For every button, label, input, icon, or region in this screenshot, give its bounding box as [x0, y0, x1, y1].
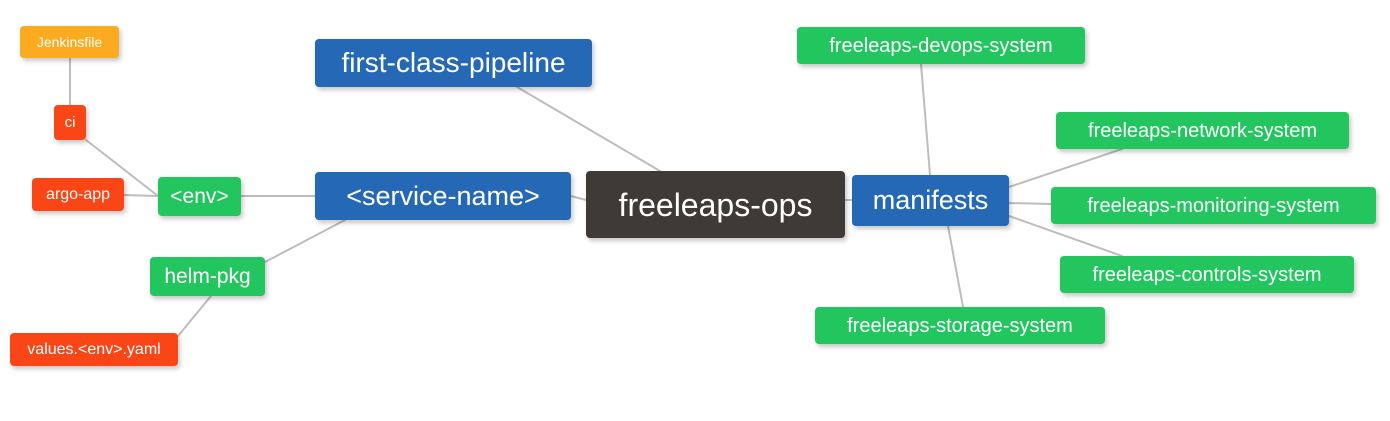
node-freeleaps-network-system[interactable]: freeleaps-network-system: [1056, 112, 1349, 149]
node-helm-pkg[interactable]: helm-pkg: [150, 257, 265, 296]
node-label: freeleaps-storage-system: [847, 314, 1073, 337]
edge-manifests-to-freeleaps-network-system: [1008, 148, 1123, 188]
node-first-class-pipeline[interactable]: first-class-pipeline: [315, 39, 592, 87]
node-label: manifests: [872, 185, 989, 215]
node-label: ci: [64, 114, 76, 131]
node-label: freeleaps-devops-system: [829, 34, 1053, 57]
node-env[interactable]: <env>: [158, 177, 241, 216]
node-label: freeleaps-ops: [618, 186, 813, 223]
edge-argo-app-to-env: [123, 194, 159, 197]
edge-manifests-to-freeleaps-devops-system: [920, 63, 931, 176]
node-label: first-class-pipeline: [341, 47, 566, 78]
node-label: helm-pkg: [164, 265, 251, 288]
edge-helm-pkg-to-service-name: [264, 219, 346, 263]
node-label: argo-app: [45, 185, 111, 203]
edge-manifests-to-freeleaps-monitoring-system: [1008, 202, 1052, 205]
node-label: freeleaps-controls-system: [1092, 263, 1322, 286]
node-jenkinsfile[interactable]: Jenkinsfile: [20, 26, 119, 58]
edge-service-name-to-freeleaps-ops: [570, 195, 587, 201]
edge-values-yaml-to-helm-pkg: [177, 295, 212, 337]
node-service-name[interactable]: <service-name>: [315, 172, 571, 220]
node-label: Jenkinsfile: [36, 34, 103, 50]
node-argo-app[interactable]: argo-app: [32, 178, 124, 211]
node-values-yaml[interactable]: values.<env>.yaml: [10, 333, 178, 366]
node-label: values.<env>.yaml: [27, 340, 161, 358]
edge-first-class-pipeline-to-freeleaps-ops: [516, 86, 661, 172]
node-freeleaps-controls-system[interactable]: freeleaps-controls-system: [1060, 256, 1354, 293]
node-label: <env>: [170, 185, 229, 208]
node-freeleaps-monitoring-system[interactable]: freeleaps-monitoring-system: [1051, 187, 1376, 224]
node-label: <service-name>: [346, 180, 540, 211]
node-freeleaps-ops[interactable]: freeleaps-ops: [586, 171, 845, 238]
node-freeleaps-storage-system[interactable]: freeleaps-storage-system: [815, 307, 1105, 344]
node-label: freeleaps-monitoring-system: [1087, 194, 1340, 217]
node-label: freeleaps-network-system: [1088, 119, 1317, 142]
node-freeleaps-devops-system[interactable]: freeleaps-devops-system: [797, 27, 1085, 64]
node-ci[interactable]: ci: [54, 105, 86, 140]
node-manifests[interactable]: manifests: [852, 175, 1009, 226]
edge-manifests-to-freeleaps-storage-system: [947, 225, 964, 308]
